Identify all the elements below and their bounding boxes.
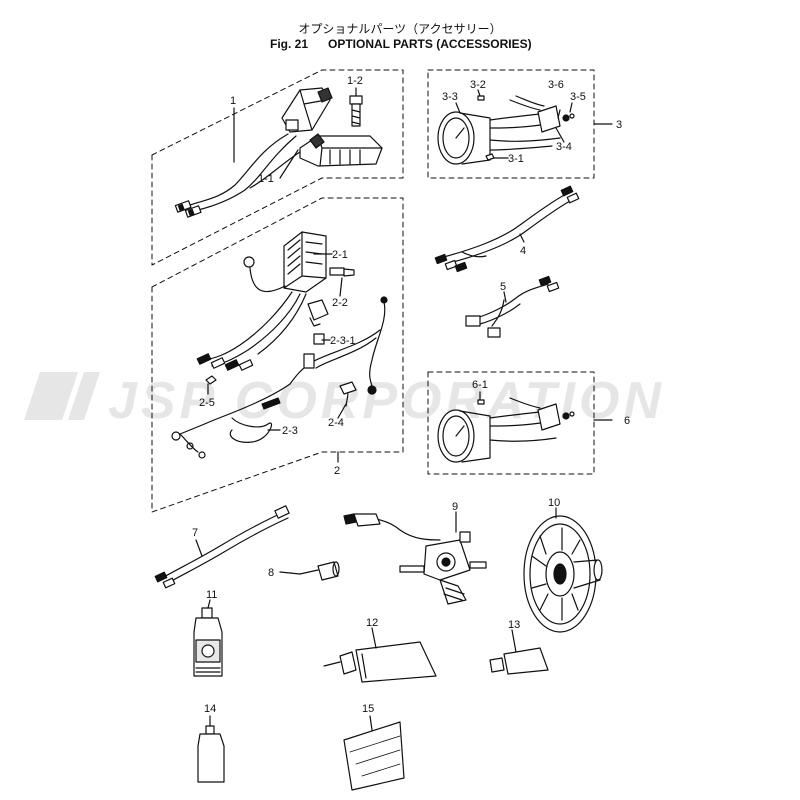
part-1-ignition-coil-kit <box>151 69 404 266</box>
bolt-1-2 <box>349 95 363 127</box>
callout-3-3: 3-3 <box>442 91 458 103</box>
callout-10: 10 <box>548 497 560 509</box>
callout-7: 7 <box>192 527 198 539</box>
callout-2-3-1: 2-3-1 <box>330 335 356 347</box>
callout-8: 8 <box>268 567 274 579</box>
callout-2-2: 2-2 <box>332 297 348 309</box>
callout-1: 1 <box>230 95 236 107</box>
part-6-gauge-kit <box>427 371 613 475</box>
callout-15: 15 <box>362 703 374 715</box>
part-7-cable <box>154 505 290 589</box>
callout-1-2: 1-2 <box>347 75 363 87</box>
part-2-rectifier-kit <box>151 197 404 513</box>
title-japanese: オプショナルパーツ（アクセサリー） <box>298 22 502 36</box>
callout-2-1: 2-1 <box>332 249 348 261</box>
callout-3: 3 <box>616 119 622 131</box>
part-8-plug <box>279 561 340 581</box>
part-10-flywheel <box>523 507 603 633</box>
figure-number: Fig. 21 <box>270 37 309 51</box>
callout-1-1: 1-1 <box>258 173 274 185</box>
callout-6: 6 <box>624 415 630 427</box>
callout-3-5: 3-5 <box>570 91 586 103</box>
callout-14: 14 <box>204 703 216 715</box>
title-english: OPTIONAL PARTS (ACCESSORIES) <box>328 37 532 51</box>
part-9-primer-assembly <box>343 511 487 605</box>
part-14-small-bottle <box>197 715 225 783</box>
callout-2-5: 2-5 <box>199 397 215 409</box>
callout-3-4: 3-4 <box>556 141 572 153</box>
callout-3-1: 3-1 <box>508 153 524 165</box>
part-12-grease-tube <box>323 627 437 683</box>
callout-3-6: 3-6 <box>548 79 564 91</box>
part-4-extension-harness <box>434 185 580 273</box>
callout-5: 5 <box>500 281 506 293</box>
part-3-gauge-kit <box>427 69 613 179</box>
watermark-text: JSP CORPORATION <box>108 372 665 430</box>
callout-2-4: 2-4 <box>328 417 344 429</box>
title-english-line: Fig. 21 OPTIONAL PARTS (ACCESSORIES) <box>270 37 532 51</box>
part-11-oil-bottle <box>193 599 223 677</box>
callout-2-3: 2-3 <box>282 425 298 437</box>
callout-2: 2 <box>334 465 340 477</box>
callout-12: 12 <box>366 617 378 629</box>
callout-labels: 1 1-1 1-2 2-1 2-2 2-3-1 2-3 2-4 2-5 2 3-… <box>192 75 630 715</box>
callout-11: 11 <box>206 589 217 601</box>
watermark-logo: JSP CORPORATION <box>24 372 665 430</box>
callout-13: 13 <box>508 619 520 631</box>
part-5-switch-harness <box>465 275 560 338</box>
part-15-pouch <box>343 715 405 791</box>
callout-6-1: 6-1 <box>472 379 488 391</box>
callout-4: 4 <box>520 245 526 257</box>
part-13-small-tube <box>489 629 549 675</box>
callout-3-2: 3-2 <box>470 79 486 91</box>
callout-9: 9 <box>452 501 458 513</box>
